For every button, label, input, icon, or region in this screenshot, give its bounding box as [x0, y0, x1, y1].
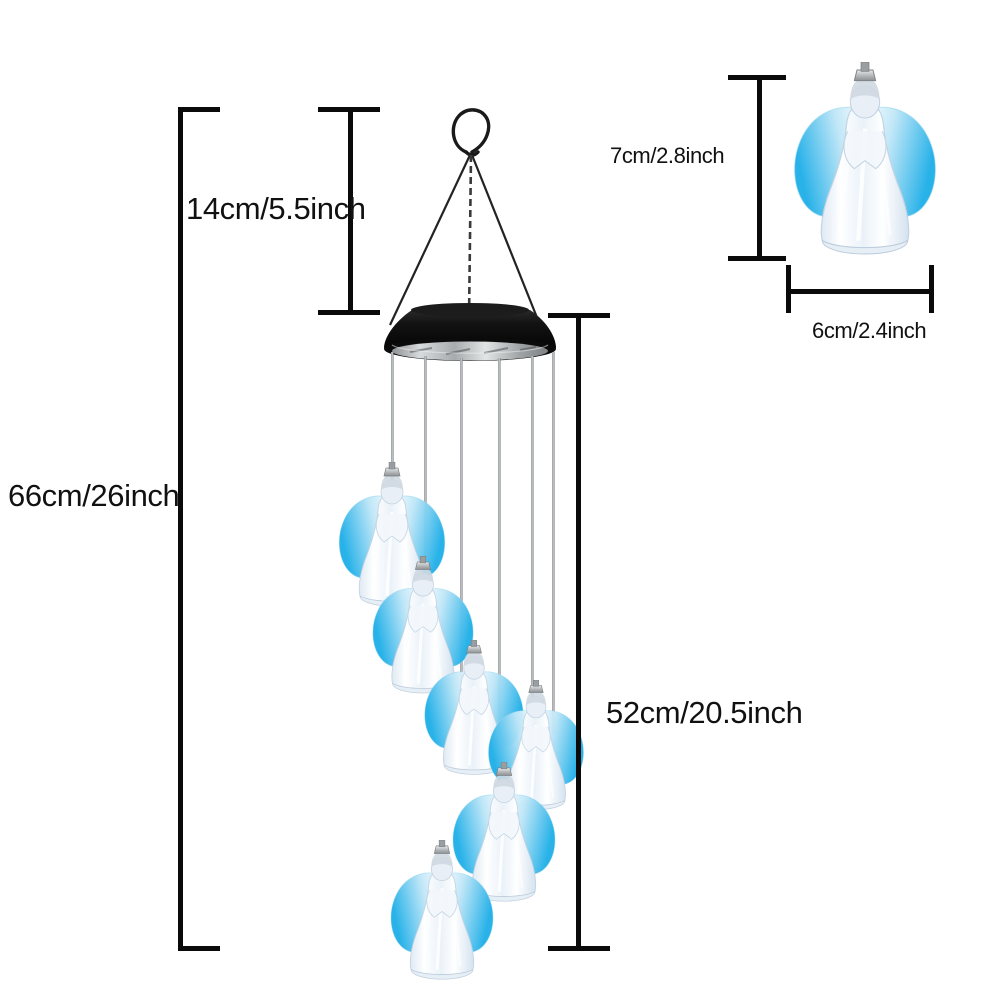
- angel-width-line: [786, 289, 934, 294]
- total-height-tick-bottom: [178, 946, 220, 951]
- suspension-wires: [389, 154, 542, 326]
- total-height-label: 66cm/26inch: [8, 478, 180, 513]
- angel-height-line: [757, 75, 762, 261]
- angel-width-label: 6cm/2.4inch: [812, 318, 927, 343]
- angel-chime: [389, 840, 495, 981]
- angel-width-tick-left: [786, 265, 791, 313]
- angel-height-label: 7cm/2.8inch: [610, 143, 725, 168]
- angel-chime: [371, 556, 475, 695]
- chime-body-height-line: [576, 313, 581, 951]
- hanger-height-cap-bottom: [318, 310, 380, 315]
- angel-chime: [423, 640, 525, 776]
- hanging-strings: [391, 352, 555, 808]
- angel-chime: [337, 462, 447, 608]
- angel-height-cap-bottom: [728, 256, 786, 261]
- total-height-line: [178, 107, 183, 951]
- chime-body-height-cap-top: [548, 313, 610, 318]
- hanger-height-line: [348, 107, 353, 315]
- total-height-tick-top: [178, 107, 220, 112]
- hanging-hook-icon: [451, 108, 491, 157]
- solar-panel-cap: [384, 303, 556, 361]
- angel-height-cap-top: [728, 75, 786, 80]
- hanger-height-label: 14cm/5.5inch: [186, 191, 366, 226]
- chime-body-height-cap-bottom: [548, 946, 610, 951]
- angel-chime: [451, 762, 557, 903]
- chime-body-height-label: 52cm/20.5inch: [606, 695, 803, 730]
- angel-chime: [487, 680, 585, 812]
- hanger-height-cap-top: [318, 107, 380, 112]
- single-angel-detail-illustration: [780, 62, 950, 262]
- angel-group: [337, 462, 585, 981]
- angel-width-tick-right: [929, 265, 934, 313]
